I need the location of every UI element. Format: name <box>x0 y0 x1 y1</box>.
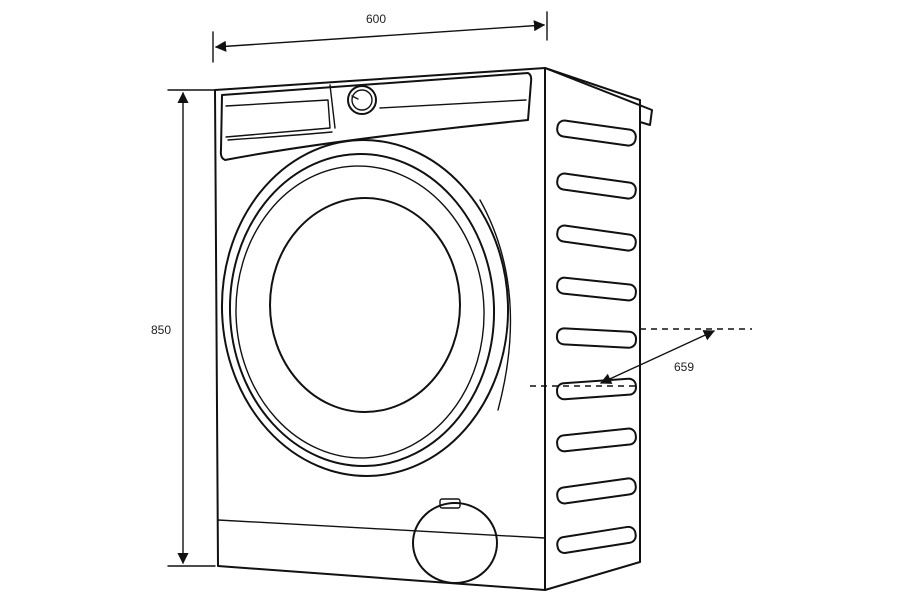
program-dial-indicator <box>351 95 359 100</box>
depth-arrow <box>599 330 716 384</box>
door-middle-ring <box>228 153 496 467</box>
door <box>220 139 512 477</box>
detergent-drawer <box>225 99 331 138</box>
width-arrow <box>214 20 546 52</box>
top-lid-edge <box>544 67 653 126</box>
vent-slot <box>556 477 637 505</box>
filter-cap <box>412 502 498 584</box>
display-strip <box>379 99 527 109</box>
width-dimension <box>212 11 548 63</box>
side-vent-slots <box>555 119 638 554</box>
control-panel <box>219 72 533 161</box>
vent-slot <box>556 525 637 554</box>
drawer-handle-line <box>227 131 333 141</box>
base-panel-line <box>217 519 546 539</box>
program-dial-inner <box>351 89 373 111</box>
control-panel-outline <box>219 72 533 161</box>
height-label: 850 <box>151 323 172 337</box>
height-dimension <box>167 89 216 567</box>
vent-slot <box>556 224 637 252</box>
door-glass <box>269 197 461 413</box>
program-dial <box>347 85 377 115</box>
depth-label: 659 <box>674 360 695 374</box>
vent-slot <box>556 172 637 200</box>
filter-cap-grip <box>439 498 461 509</box>
drawer-divider <box>329 84 336 129</box>
vent-slot <box>556 119 637 147</box>
vent-slot <box>555 327 638 349</box>
width-label: 600 <box>366 12 387 26</box>
vent-slot <box>556 427 637 453</box>
front-panel-outline <box>214 67 546 591</box>
machine-body <box>214 67 653 591</box>
door-hinge-curve <box>479 199 512 411</box>
door-inner-ring <box>235 165 485 459</box>
vent-slot <box>556 377 637 401</box>
vent-slot <box>556 276 637 302</box>
filter-hatch <box>412 498 498 584</box>
door-outer-ring <box>220 139 510 477</box>
depth-dimension <box>530 328 752 387</box>
